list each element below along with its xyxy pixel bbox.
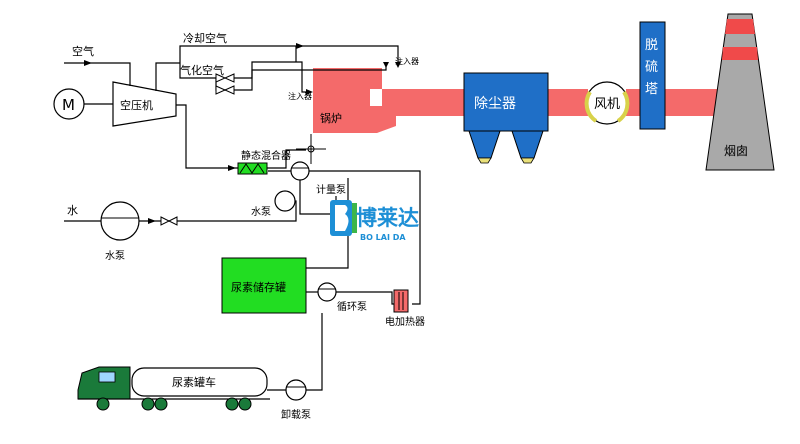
mixer-to-boiler: [267, 149, 306, 169]
water-label: 水: [67, 204, 78, 217]
logo-text-en: BO LAI DA: [360, 233, 406, 242]
unloading-pump: [285, 379, 307, 401]
motor-label: M: [62, 96, 75, 114]
air-inlet-arrow: [84, 60, 92, 66]
air-inlet-label: 空气: [72, 44, 94, 58]
truck-wheel-1: [96, 397, 110, 411]
injector-top-arrow: [383, 62, 389, 68]
fan-label: 风机: [594, 97, 620, 112]
vaporize-air-label: 气化空气: [180, 63, 224, 77]
loop-line-right: [309, 170, 421, 305]
vaporize-air-line: [179, 63, 216, 79]
company-logo: 博莱达 BO LAI DA: [330, 200, 419, 242]
injector-left-label: 注入器: [288, 91, 312, 101]
fan-accent-right: [616, 90, 630, 123]
cooling-air-label: 冷却空气: [183, 31, 227, 45]
fan: 风机: [584, 81, 630, 125]
circulation-pump: [317, 282, 337, 302]
air-to-injectors: [234, 61, 310, 93]
tower-body: [639, 21, 666, 130]
metering-pump: [290, 161, 310, 181]
truck-wheel-2: [141, 397, 155, 411]
compressor-outlet: [155, 62, 180, 91]
duct-boiler-to-collector: [382, 89, 464, 116]
boiler-body: [313, 68, 396, 133]
tower-label-char: 脱: [645, 38, 658, 53]
metering-pump-label: 计量泵: [316, 183, 346, 196]
truck-tank: [131, 367, 268, 397]
water-pump-left-label: 水泵: [105, 250, 125, 262]
injector-top-arrow-2: [395, 62, 401, 68]
water-arrow: [148, 218, 156, 224]
truck-wheel-5: [238, 397, 252, 411]
water-pump-right: [274, 190, 296, 212]
hopper-left: [468, 130, 501, 159]
dust-collector-body: [463, 72, 549, 132]
compressor-label: 空压机: [120, 98, 153, 112]
duct-tower-to-chimney: [665, 89, 720, 116]
compressor-to-mixer: [176, 104, 238, 169]
electric-heater: [393, 289, 409, 313]
tanker-truck: 尿素罐车: [77, 366, 270, 411]
chimney-label: 烟囱: [724, 144, 748, 158]
truck-wheel-3: [154, 397, 168, 411]
reagent-system: 静态混合器 计量泵 水 水泵 水泵 尿素储存罐 循环泵: [64, 149, 425, 421]
tower-label-1: 脱硫塔: [645, 38, 658, 97]
cooling-air-line: [179, 45, 399, 63]
air-valve-bottom: [215, 85, 235, 95]
boiler: 锅炉: [313, 68, 396, 133]
air-valve-top: [215, 73, 235, 83]
air-system: M 空压机 空气 冷却空气 气化空气 注入器 注入器: [53, 31, 419, 171]
unloading-pump-label: 卸载泵: [281, 408, 311, 421]
truck-label: 尿素罐车: [172, 375, 216, 389]
logo-text-cn: 博莱达: [356, 206, 419, 230]
chimney-band-top: [725, 19, 755, 34]
chimney: 烟囱: [705, 13, 775, 171]
cooling-air-arrow: [296, 43, 304, 49]
water-pump-left: [100, 201, 140, 241]
logo-mark-accent: [352, 203, 357, 233]
dust-collector: 除尘器: [463, 72, 549, 164]
water-to-pump: [292, 200, 297, 222]
static-mixer-pattern: [239, 163, 265, 174]
truck-window: [98, 371, 116, 383]
tower-label-char: 塔: [645, 82, 658, 97]
duct-fan-to-tower: [626, 89, 640, 116]
logo-mark-b: [335, 205, 349, 231]
hopper-left-tip: [477, 157, 492, 164]
storage-tank: [221, 257, 307, 314]
chimney-band-bottom: [722, 47, 758, 60]
injector-left-arrow: [306, 89, 313, 95]
circulation-pump-label: 循环泵: [337, 300, 367, 313]
electric-heater-label: 电加热器: [385, 315, 425, 328]
boiler-label: 锅炉: [320, 112, 342, 125]
water-valve: [160, 216, 178, 226]
injector-top-label: 注入器: [395, 56, 419, 66]
storage-tank-label: 尿素储存罐: [231, 280, 286, 294]
water-pump-right-label: 水泵: [251, 206, 271, 218]
tower-label-char: 硫: [645, 60, 658, 75]
compressor-body: [112, 81, 177, 127]
truck-wheel-4: [225, 397, 239, 411]
duct-collector-to-fan: [548, 89, 588, 116]
flue-gas-duct: [382, 89, 720, 116]
static-mixer-label: 静态混合器: [241, 149, 291, 162]
unloading-to-tank: [306, 313, 323, 391]
air-to-mixer-arrow: [228, 165, 236, 171]
dust-collector-label: 除尘器: [474, 96, 516, 112]
fan-accent: [584, 90, 598, 123]
crosshair-mark: [296, 134, 326, 164]
air-inlet-line: [64, 62, 131, 86]
desulfurization-tower: 脱硫塔: [639, 21, 666, 130]
hopper-right-tip: [520, 157, 535, 164]
hopper-right: [511, 130, 544, 159]
